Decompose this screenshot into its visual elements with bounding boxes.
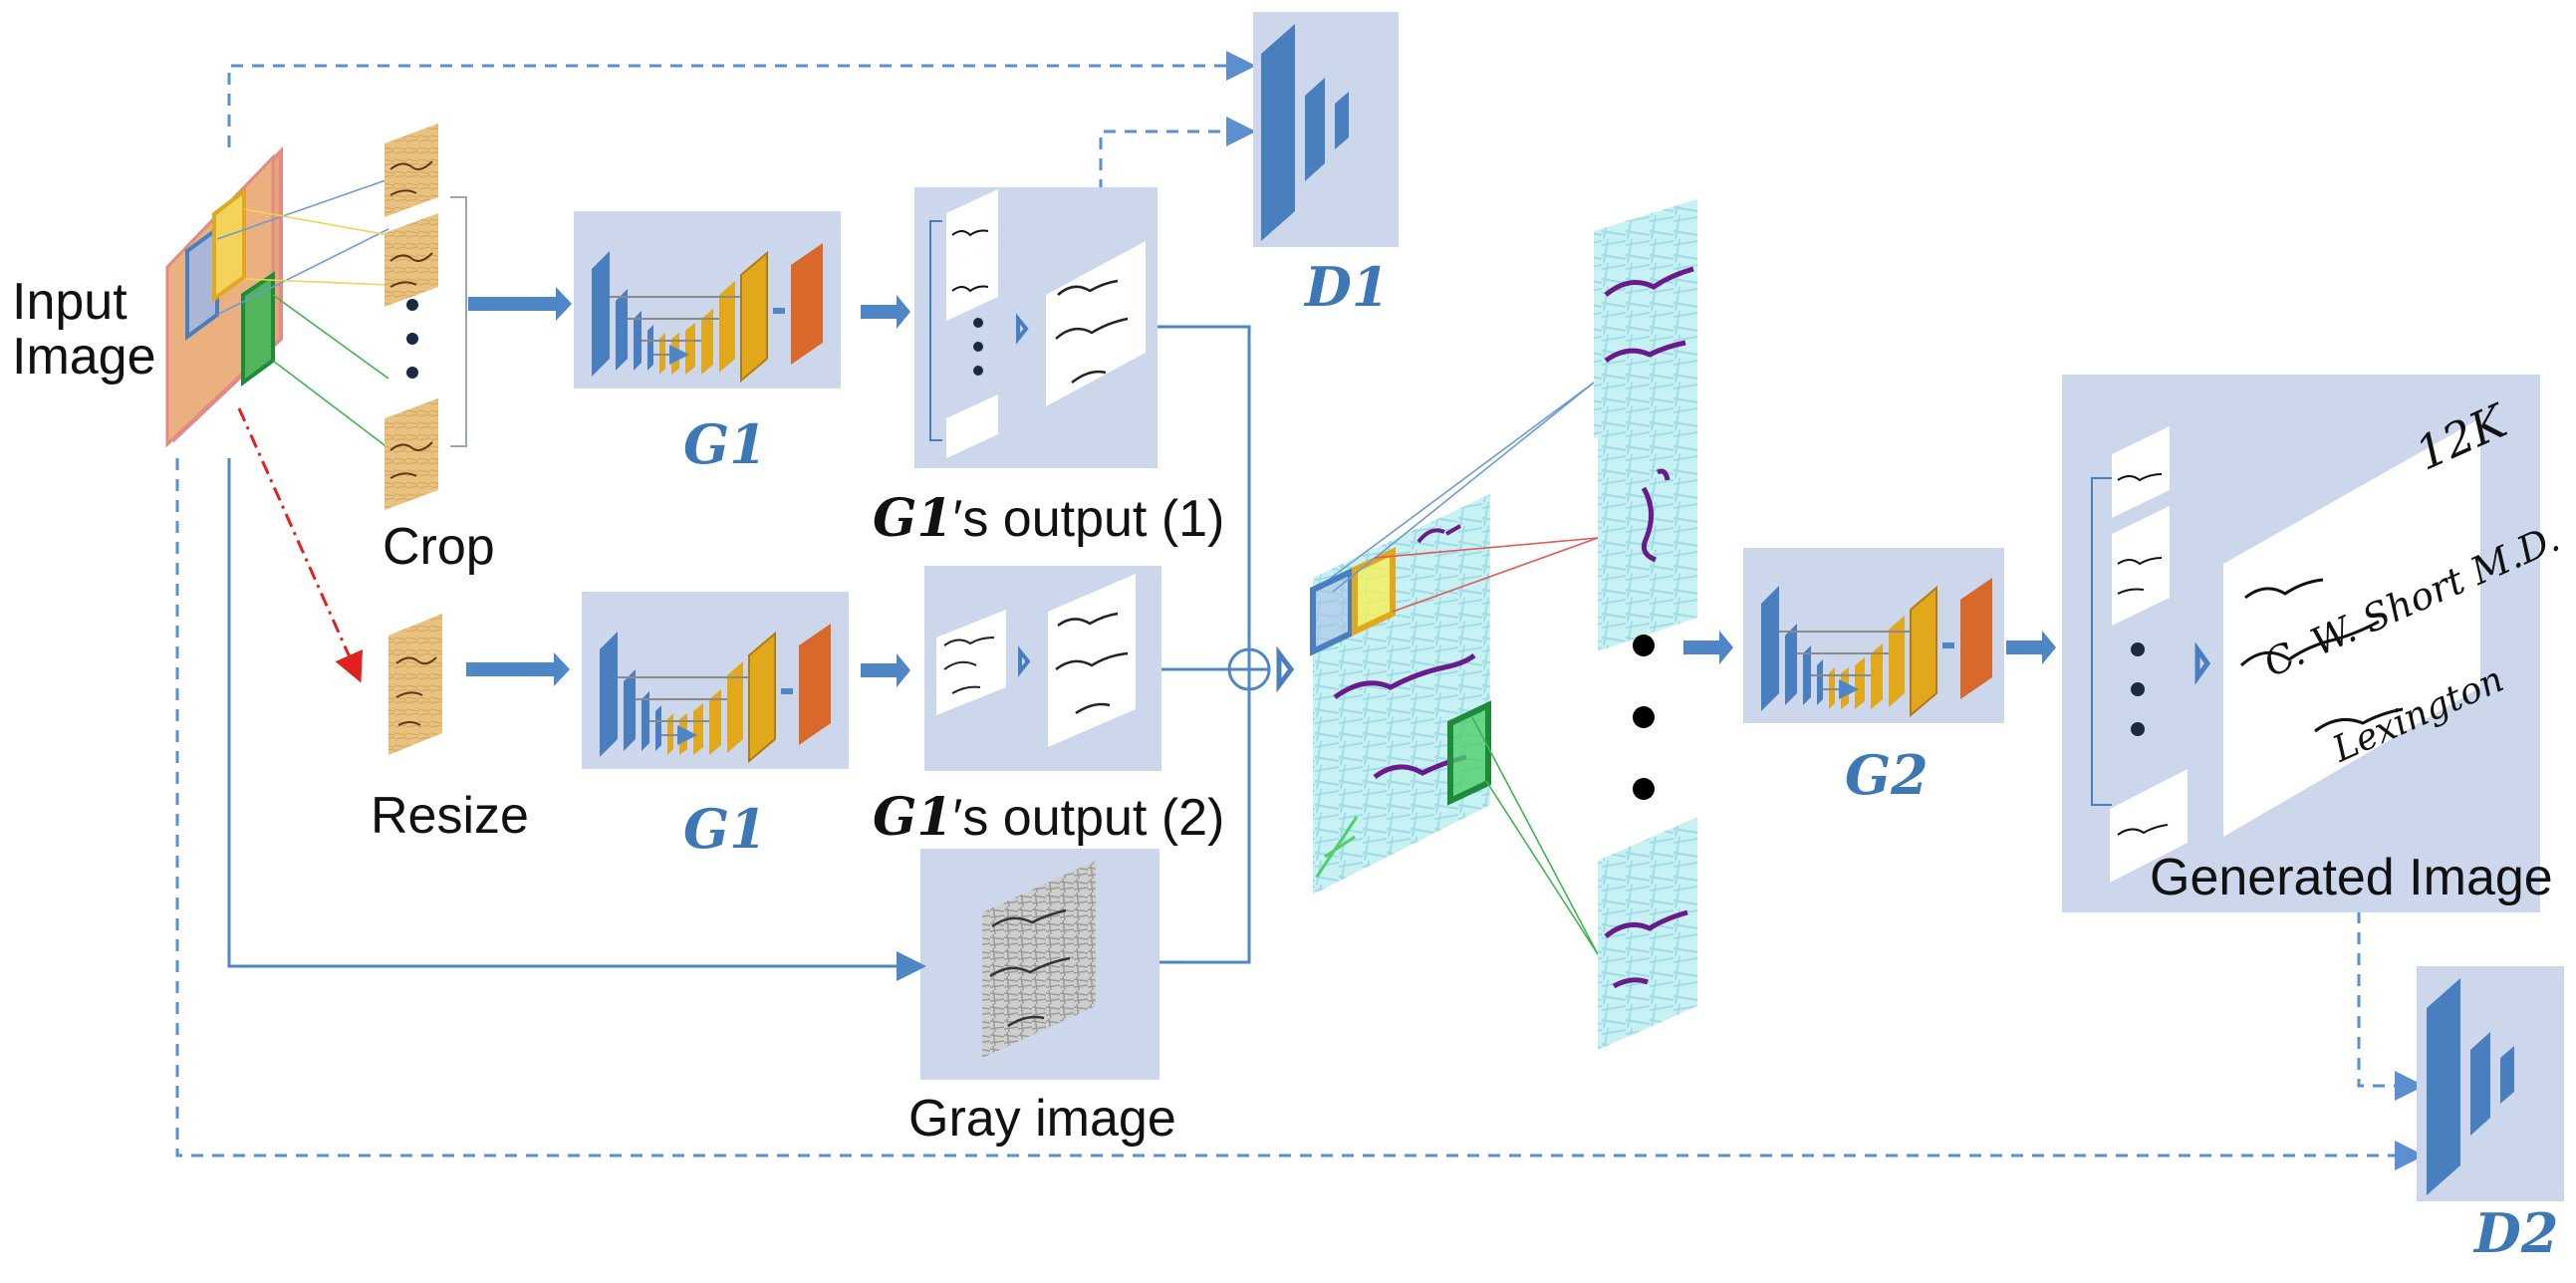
dashed-input-to-d2 <box>175 458 2425 1170</box>
zoom-lines <box>1330 382 1599 955</box>
d2-discriminator <box>2417 966 2564 1201</box>
g1-output-2-suffix: ′s output (2) <box>952 789 1225 847</box>
input-image-label: Input Image <box>12 275 156 384</box>
segmentation-crops <box>1594 199 1697 1050</box>
gray-image-label: Gray image <box>908 1090 1176 1148</box>
arrow-resize-to-g1 <box>466 652 570 686</box>
crop-patches <box>385 124 467 510</box>
crop-label: Crop <box>383 518 495 576</box>
g1-output-1-prefix: G1 <box>873 488 953 549</box>
crop-link-lines <box>216 178 389 449</box>
resize-label: Resize <box>371 787 529 845</box>
input-image-line2: Image <box>12 327 156 385</box>
d2-label: D2 <box>2474 1201 2559 1265</box>
g1-bottom-label: G1 <box>683 797 767 861</box>
input-image-stack <box>165 146 283 448</box>
g1-bottom-network <box>582 592 849 769</box>
thick-arrows <box>466 287 2056 687</box>
dashed-input-to-d1 <box>227 51 1256 147</box>
arrow-g1-to-out2 <box>861 653 910 687</box>
dashed-generated-to-d2 <box>2357 911 2425 1101</box>
generated-image-label: Generated Image <box>2150 849 2553 906</box>
g2-network <box>1743 548 2004 723</box>
d1-label: D1 <box>1305 255 1390 319</box>
g1-output-2-panel <box>924 566 1161 771</box>
resize-patch <box>388 614 442 755</box>
arrow-g1-to-out1 <box>861 295 910 329</box>
concatenated-image <box>1310 494 1491 895</box>
concat-symbol <box>1227 645 1295 693</box>
g1-output-1-label: G1′s output (1) <box>873 488 1224 549</box>
d1-discriminator <box>1253 12 1399 247</box>
input-to-gray-line <box>227 458 926 981</box>
red-dashdot-arrow <box>237 407 363 683</box>
g2-label: G2 <box>1845 743 1929 807</box>
g1-output-2-prefix: G1 <box>873 787 953 848</box>
dashed-connections <box>175 51 2425 1170</box>
generated-image-panel <box>2062 375 2540 912</box>
arrow-crop-to-g1 <box>468 287 572 321</box>
arrow-to-g2 <box>1683 631 1733 664</box>
g1-output-1-panel <box>914 187 1158 468</box>
g1-output-1-suffix: ′s output (1) <box>952 490 1225 548</box>
concat-connections <box>227 325 1251 981</box>
gray-image-panel <box>920 849 1159 1080</box>
input-image-line1: Input <box>12 273 128 331</box>
g1-output-2-label: G1′s output (2) <box>873 787 1224 848</box>
g1-top-network <box>574 211 841 388</box>
arrow-g2-to-generated <box>2006 631 2056 664</box>
g1-top-label: G1 <box>683 412 767 476</box>
